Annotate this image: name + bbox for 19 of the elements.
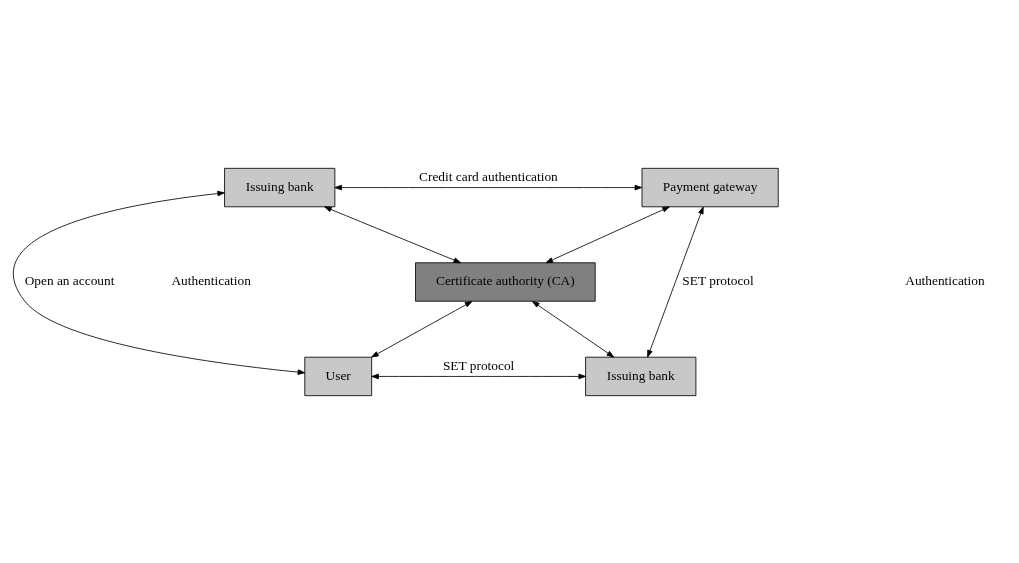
edge-label: Open an account — [24, 272, 115, 288]
arrow — [545, 205, 670, 263]
edge-label: SET protocol — [442, 357, 515, 373]
arrow — [371, 300, 473, 357]
arrow — [334, 184, 643, 190]
arrow — [532, 300, 615, 357]
node-box: Payment gateway — [641, 167, 779, 207]
node-box: Issuing bank — [585, 356, 697, 396]
label: Authentication — [905, 272, 985, 288]
edge-label: Credit card authentication — [419, 168, 558, 184]
node-box: Issuing bank — [224, 167, 336, 207]
arrow — [371, 373, 586, 379]
node-box: User — [304, 356, 373, 396]
label: Authentication — [171, 272, 251, 288]
node-box: Certificate authority (CA) — [415, 261, 596, 302]
edge-label: SET protocol — [682, 272, 754, 288]
arrow — [324, 205, 461, 263]
arrow — [13, 190, 306, 375]
arrow — [647, 206, 704, 357]
